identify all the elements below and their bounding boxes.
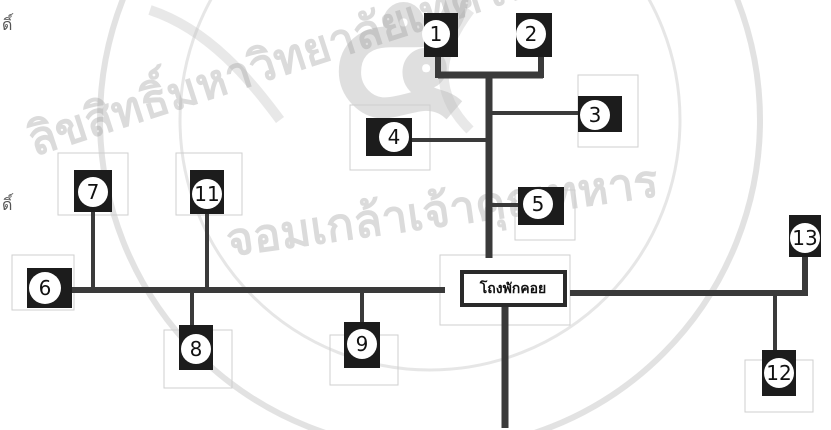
node-2: 2 <box>516 13 552 57</box>
node-9-label: 9 <box>356 332 369 356</box>
node-5: 5 <box>518 187 564 225</box>
edge-glyph-2: ดิ์ <box>2 193 14 214</box>
edge-glyph-1: ดิ์ <box>2 13 14 34</box>
corridors <box>70 55 808 428</box>
node-8: 8 <box>179 325 213 370</box>
node-5-label: 5 <box>532 192 545 216</box>
node-7-label: 7 <box>87 180 100 204</box>
node-6: 6 <box>27 268 72 308</box>
hub-box: โถงพักคอย <box>460 270 567 307</box>
node-9: 9 <box>344 322 380 368</box>
node-8-label: 8 <box>190 337 203 361</box>
node-13: 13 <box>789 215 821 257</box>
node-13-label: 13 <box>792 226 817 250</box>
node-11-label: 11 <box>194 182 219 206</box>
node-4: 4 <box>366 118 412 156</box>
node-12: 12 <box>762 350 796 396</box>
node-11: 11 <box>190 170 224 214</box>
node-1: 1 <box>422 13 458 57</box>
node-1-label: 1 <box>430 22 443 46</box>
guide-boxes <box>11 74 814 413</box>
node-4-label: 4 <box>388 125 401 149</box>
node-3-label: 3 <box>589 103 602 127</box>
node-7: 7 <box>74 170 112 212</box>
hub-label: โถงพักคอย <box>479 279 547 297</box>
node-12-label: 12 <box>766 361 791 385</box>
watermark-text-lower: จอมเกล้าเจ้าคุณทหาร <box>223 153 662 269</box>
node-3: 3 <box>578 96 622 132</box>
node-2-label: 2 <box>525 22 538 46</box>
node-6-label: 6 <box>39 276 52 300</box>
